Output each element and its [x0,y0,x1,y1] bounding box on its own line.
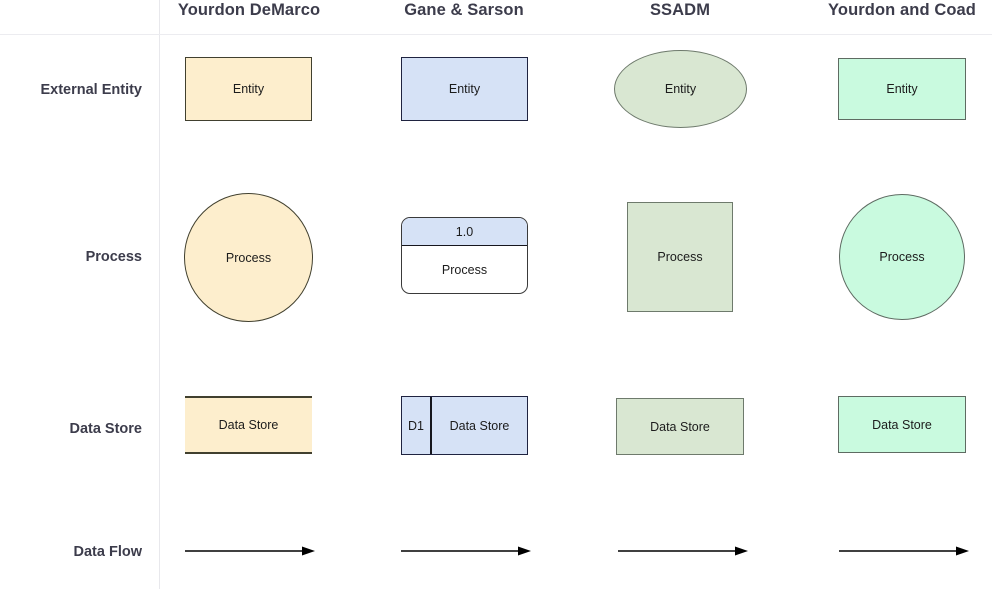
shape-label: Process [657,250,703,264]
shape-external-entity-yourdon-demarco[interactable]: Entity [185,57,312,121]
vertical-divider [159,0,160,589]
row-label-text: Process [85,249,142,265]
arrow-data-flow-gane-sarson[interactable] [400,540,532,562]
row-label-process: Process [0,246,142,268]
shape-label: Entity [664,82,697,96]
shape-data-store-ssadm[interactable]: Data Store [616,398,744,455]
data-store-id-label: D1 [408,418,424,433]
data-store-name-compartment: Data Store [432,397,527,454]
header-divider [0,34,992,35]
column-header-label: SSADM [649,0,711,19]
column-header-label: Yourdon DeMarco [177,0,321,19]
column-header-label: Yourdon and Coad [828,0,976,19]
column-header-ssadm: SSADM [591,0,769,23]
shape-label: Process [441,262,488,277]
shape-process-yourdon-coad[interactable]: Process [839,194,965,320]
shape-data-store-yourdon-demarco[interactable]: Data Store [185,396,312,454]
row-label-text: Data Store [69,421,142,437]
shape-process-ssadm[interactable]: Process [627,202,733,312]
shape-label: Data Store [872,417,932,432]
process-name-compartment: Process [402,246,527,293]
arrow-data-flow-yourdon-coad[interactable] [838,540,970,562]
shape-data-store-gane-sarson[interactable]: D1 Data Store [401,396,528,455]
shape-label: Entity [886,82,918,96]
shape-label: Entity [232,82,265,96]
row-label-data-flow: Data Flow [0,541,142,563]
data-store-id-compartment: D1 [402,397,432,454]
row-label-text: External Entity [40,82,142,98]
arrow-data-flow-ssadm[interactable] [617,540,749,562]
shape-label: Data Store [650,419,710,434]
shape-external-entity-ssadm[interactable]: Entity [614,50,747,128]
shape-label: Process [225,250,272,265]
shape-external-entity-yourdon-coad[interactable]: Entity [838,58,966,120]
shape-process-gane-sarson[interactable]: 1.0 Process [401,217,528,294]
column-header-gane-sarson: Gane & Sarson [375,0,553,23]
row-label-external-entity: External Entity [0,79,142,101]
row-label-data-store: Data Store [0,418,142,440]
shape-label: Process [879,250,925,264]
column-header-yourdon-coad: Yourdon and Coad [812,0,992,23]
column-header-yourdon-demarco: Yourdon DeMarco [160,0,338,23]
shape-label: Data Store [449,418,510,433]
arrow-data-flow-yourdon-demarco[interactable] [184,540,316,562]
shape-label: Entity [448,82,481,96]
shape-label: Data Store [218,418,279,432]
shape-process-yourdon-demarco[interactable]: Process [184,193,313,322]
shape-external-entity-gane-sarson[interactable]: Entity [401,57,528,121]
row-label-text: Data Flow [73,544,142,560]
shape-data-store-yourdon-coad[interactable]: Data Store [838,396,966,453]
process-id-label: 1.0 [455,224,474,239]
process-id-compartment: 1.0 [402,218,527,246]
column-header-label: Gane & Sarson [404,0,524,19]
